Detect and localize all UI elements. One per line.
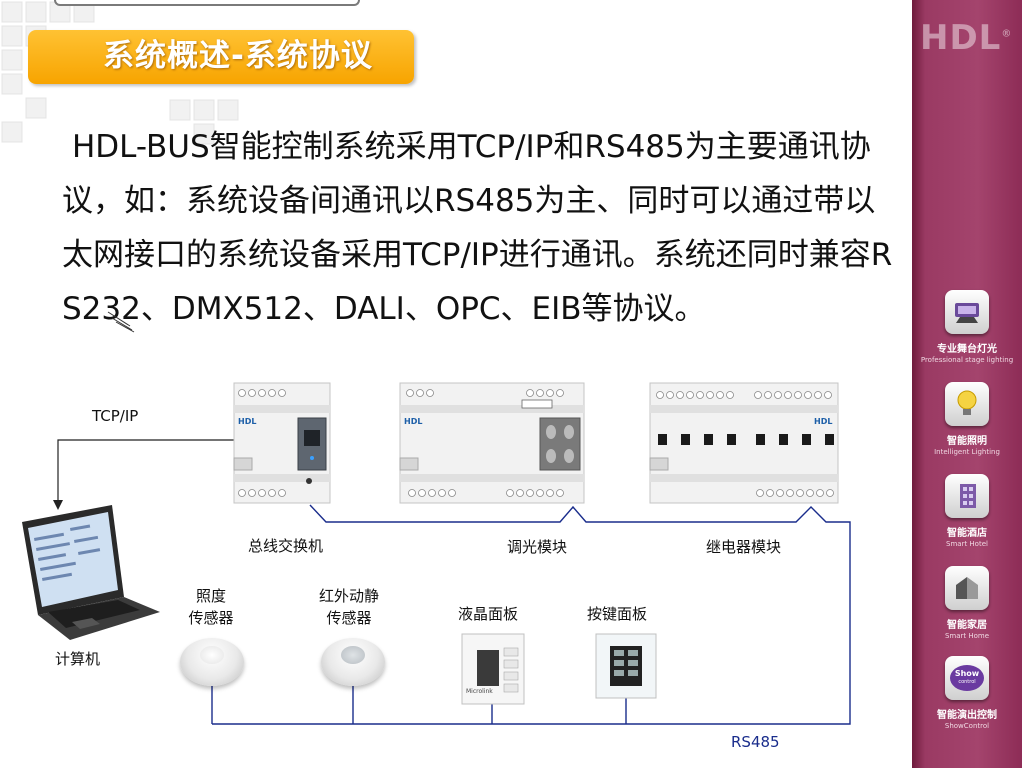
rs485-label: RS485	[731, 733, 780, 751]
pir-sensor-lens	[341, 646, 365, 664]
show-control-badge: Show control	[950, 665, 984, 691]
lcd-panel-label: 液晶面板	[458, 605, 519, 623]
dimmer-module-label: 调光模块	[507, 538, 568, 556]
relay-module	[649, 382, 839, 504]
rs485-bus-line	[211, 504, 851, 725]
light-sensor-label-line-2: 传感器	[188, 609, 234, 627]
sidebar-item-en: Intelligent Lighting	[934, 448, 1000, 456]
show-control-badge-subtext: control	[958, 679, 976, 685]
slide-title: 系统概述-系统协议	[103, 38, 373, 74]
relay-module-label: 继电器模块	[706, 538, 782, 556]
sidebar-item-cn: 智能酒店	[947, 528, 987, 539]
computer-label: 计算机	[55, 650, 101, 668]
handwriting-marks	[107, 311, 135, 333]
pir-sensor-label-line-1: 红外动静	[318, 587, 379, 605]
light-sensor-device	[180, 638, 244, 686]
show-control-icon: Show control	[945, 656, 989, 700]
light-sensor-lens	[200, 646, 224, 664]
top-tab-decoration	[54, 0, 360, 6]
pir-sensor-label-line-2: 传感器	[326, 609, 372, 627]
sidebar-item-stage-lighting[interactable]: 专业舞台灯光 Professional stage lighting	[912, 290, 1022, 364]
sidebar: HDL® 专业舞台灯光 Professional stage lighting …	[912, 0, 1022, 768]
sidebar-logo-mark: ®	[1001, 28, 1013, 40]
show-control-badge-text: Show	[954, 669, 980, 678]
lcd-panel-brand: Microlink	[466, 688, 493, 695]
sidebar-item-cn: 智能演出控制	[937, 710, 997, 721]
sidebar-logo: HDL®	[920, 18, 1012, 58]
key-panel-label: 按键面板	[587, 605, 648, 623]
light-sensor-label-line-1: 照度	[195, 587, 226, 605]
pir-sensor-label: 红外动静 传感器	[308, 585, 390, 629]
bus-switch-label: 总线交换机	[248, 537, 324, 555]
laptop-computer-illustration	[22, 505, 160, 640]
tcpip-label: TCP/IP	[92, 407, 139, 425]
hotel-building-icon	[945, 474, 989, 518]
home-icon	[945, 566, 989, 610]
dimmer-brand: HDL	[404, 417, 423, 426]
sidebar-item-cn: 智能家居	[947, 620, 987, 631]
lightbulb-icon	[945, 382, 989, 426]
lcd-panel-device	[461, 633, 525, 705]
sidebar-item-intelligent-lighting[interactable]: 智能照明 Intelligent Lighting	[912, 382, 1022, 456]
bus-switch-module	[233, 382, 331, 504]
relay-brand: HDL	[814, 417, 833, 426]
network-diagram	[22, 311, 851, 725]
key-panel-device	[595, 633, 657, 699]
title-bar	[28, 30, 414, 84]
slide-body-text: HDL-BUS智能控制系统采用TCP/IP和RS485为主要通讯协议，如：系统设…	[62, 129, 893, 327]
sidebar-item-en: ShowControl	[944, 722, 990, 730]
tcpip-arrowhead	[53, 500, 63, 510]
sidebar-item-en: Smart Home	[944, 632, 990, 640]
sidebar-logo-text: HDL	[920, 18, 1002, 58]
dimmer-module	[399, 382, 585, 504]
sidebar-item-cn: 专业舞台灯光	[937, 344, 997, 355]
sidebar-item-smart-home[interactable]: 智能家居 Smart Home	[912, 566, 1022, 640]
light-sensor-label: 照度 传感器	[176, 585, 246, 629]
bus-switch-brand: HDL	[238, 417, 257, 426]
stage-lighting-icon	[945, 290, 989, 334]
sidebar-item-smart-hotel[interactable]: 智能酒店 Smart Hotel	[912, 474, 1022, 548]
sidebar-item-en: Smart Hotel	[946, 540, 988, 548]
sidebar-item-show-control[interactable]: Show control 智能演出控制 ShowControl	[912, 656, 1022, 730]
sidebar-item-en: Professional stage lighting	[920, 356, 1014, 364]
pir-sensor-device	[321, 638, 385, 686]
tcpip-connection-line	[57, 439, 300, 503]
sidebar-item-cn: 智能照明	[947, 436, 987, 447]
